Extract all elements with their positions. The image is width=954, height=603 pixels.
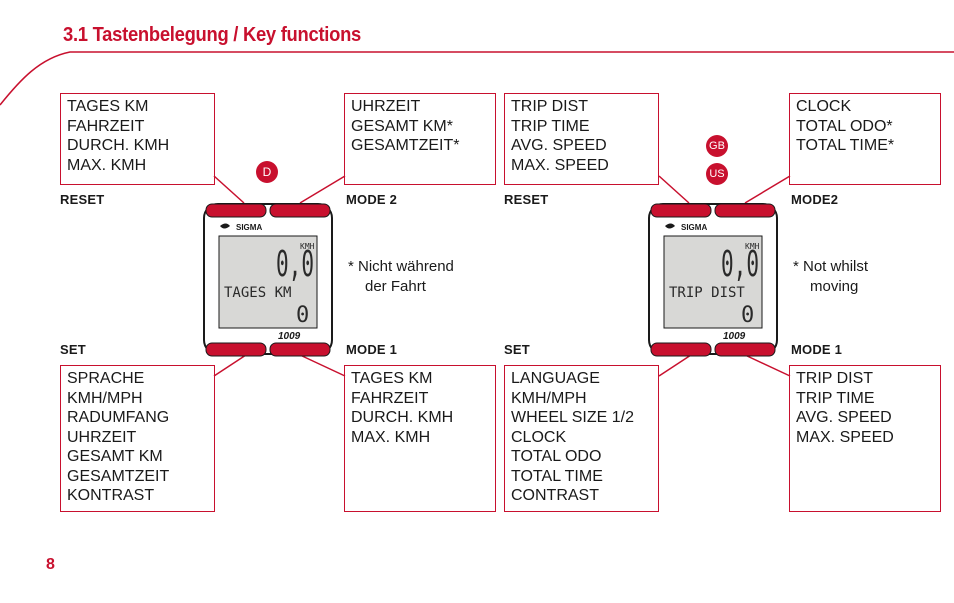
mode2-key-label: MODE2 xyxy=(791,192,839,207)
reset-button xyxy=(205,203,267,218)
list-item: CONTRAST xyxy=(511,487,599,504)
list-item: CLOCK xyxy=(796,98,852,115)
list-item: UHRZEIT xyxy=(67,428,137,446)
list-item: GESAMTZEIT xyxy=(67,467,170,485)
page-title: 3.1 Tastenbelegung / Key functions xyxy=(63,24,362,46)
list-item: KONTRAST xyxy=(67,487,155,504)
list-item: UHRZEIT xyxy=(351,98,421,115)
model-number: 1009 xyxy=(278,331,301,342)
list-item: TOTAL ODO xyxy=(511,448,602,465)
brand-text: SIGMA xyxy=(236,223,262,232)
reset-key-label: RESET xyxy=(60,192,105,207)
language-badge-d: D xyxy=(256,161,278,183)
mode1-key-label: MODE 1 xyxy=(346,342,398,357)
english-mode2-box: CLOCK TOTAL ODO* TOTAL TIME* xyxy=(789,93,941,185)
list-item: AVG. SPEED xyxy=(511,137,607,154)
list-item: TAGES KM xyxy=(67,98,149,115)
mode1-button xyxy=(269,342,331,357)
value-readout: 0 xyxy=(296,303,309,328)
list-item: MAX. SPEED xyxy=(796,428,894,446)
english-mode1-box: TRIP DIST TRIP TIME AVG. SPEED MAX. SPEE… xyxy=(789,365,941,512)
list-item: FAHRZEIT xyxy=(351,389,429,407)
list-item: AVG. SPEED xyxy=(796,409,892,426)
language-badge-us: US xyxy=(706,163,728,185)
page-number: 8 xyxy=(46,556,55,573)
list-item: TRIP DIST xyxy=(796,370,874,387)
list-item: FAHRZEIT xyxy=(67,117,145,135)
sigma-logo-icon xyxy=(220,223,230,229)
list-item: RADUMFANG xyxy=(67,409,170,426)
german-mode1-box: TAGES KM FAHRZEIT DURCH. KMH MAX. KMH xyxy=(344,365,496,512)
function-readout: TRIP DIST xyxy=(669,285,745,301)
german-mode2-box: UHRZEIT GESAMT KM* GESAMTZEIT* xyxy=(344,93,496,185)
language-badge-gb: GB xyxy=(706,135,728,157)
mode2-button xyxy=(714,203,776,218)
list-item: MAX. KMH xyxy=(67,156,147,174)
english-note: * Not whilst moving xyxy=(793,257,868,296)
list-item: TOTAL TIME* xyxy=(796,137,895,154)
german-set-box: SPRACHE KMH/MPH RADUMFANG UHRZEIT GESAMT… xyxy=(60,365,215,512)
list-item: WHEEL SIZE 1/2 xyxy=(511,409,634,426)
english-set-box: LANGUAGE KMH/MPH WHEEL SIZE 1/2 CLOCK TO… xyxy=(504,365,659,512)
mode1-key-label: MODE 1 xyxy=(791,342,843,357)
list-item: GESAMTZEIT* xyxy=(351,137,460,154)
bike-computer-german: SIGMA 0,0 KMH TAGES KM 0 1009 xyxy=(203,203,333,357)
english-reset-box: TRIP DIST TRIP TIME AVG. SPEED MAX. SPEE… xyxy=(504,93,659,185)
function-readout: TAGES KM xyxy=(224,285,291,301)
list-item: TOTAL ODO* xyxy=(796,117,893,135)
note-line: * Not whilst xyxy=(793,258,869,275)
list-item: GESAMT KM* xyxy=(351,117,453,135)
list-item: MAX. KMH xyxy=(351,428,431,446)
set-key-label: SET xyxy=(60,342,86,357)
list-item: CLOCK xyxy=(511,428,567,446)
lcd-screen xyxy=(218,235,318,329)
unit-readout: KMH xyxy=(300,242,315,251)
note-line: der Fahrt xyxy=(365,277,426,295)
list-item: DURCH. KMH xyxy=(351,409,454,426)
set-button xyxy=(650,342,712,357)
german-note: * Nicht während der Fahrt xyxy=(348,257,454,296)
speed-readout: 0,0 xyxy=(276,244,314,285)
list-item: TOTAL TIME xyxy=(511,467,603,485)
note-line: * Nicht während xyxy=(348,258,454,275)
list-item: TRIP TIME xyxy=(796,389,875,407)
speed-readout: 0,0 xyxy=(721,244,759,285)
value-readout: 0 xyxy=(741,303,754,328)
list-item: MAX. SPEED xyxy=(511,156,609,174)
list-item: TRIP TIME xyxy=(511,117,590,135)
list-item: TAGES KM xyxy=(351,370,433,387)
mode1-button xyxy=(714,342,776,357)
list-item: GESAMT KM xyxy=(67,448,163,465)
list-item: LANGUAGE xyxy=(511,370,600,387)
unit-readout: KMH xyxy=(745,242,760,251)
list-item: SPRACHE xyxy=(67,370,145,387)
mode2-button xyxy=(269,203,331,218)
note-line: moving xyxy=(810,277,859,295)
list-item: KMH/MPH xyxy=(67,389,143,407)
list-item: TRIP DIST xyxy=(511,98,589,115)
reset-key-label: RESET xyxy=(504,192,549,207)
german-reset-box: TAGES KM FAHRZEIT DURCH. KMH MAX. KMH xyxy=(60,93,215,185)
list-item: DURCH. KMH xyxy=(67,137,170,154)
model-number: 1009 xyxy=(723,331,746,342)
set-button xyxy=(205,342,267,357)
sigma-logo-icon xyxy=(665,223,675,229)
set-key-label: SET xyxy=(504,342,530,357)
mode2-key-label: MODE 2 xyxy=(346,192,398,207)
lcd-screen xyxy=(663,235,763,329)
brand-text: SIGMA xyxy=(681,223,707,232)
reset-button xyxy=(650,203,712,218)
list-item: KMH/MPH xyxy=(511,389,587,407)
bike-computer-english: SIGMA 0,0 KMH TRIP DIST 0 1009 xyxy=(648,203,778,357)
